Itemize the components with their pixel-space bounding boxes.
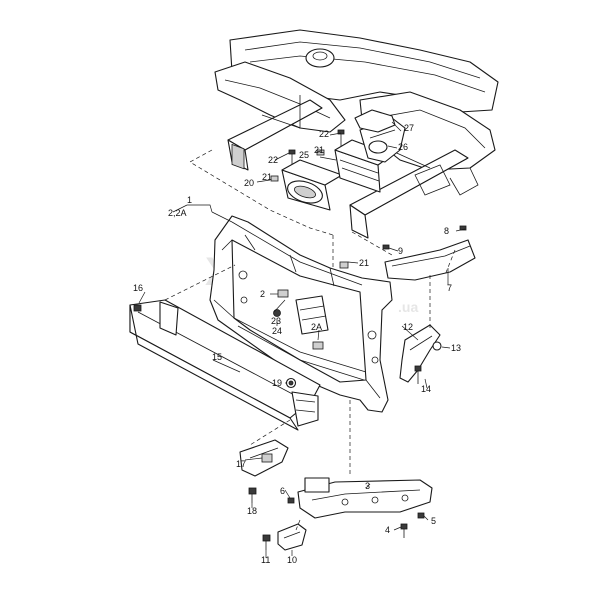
bolt-22-right [337, 129, 345, 146]
callout-22-left: 22 [268, 155, 278, 165]
callout-23: 23 [271, 316, 281, 326]
bumper-beam [129, 299, 321, 431]
callout-1: 1 [187, 195, 192, 205]
callout-19: 19 [272, 378, 282, 388]
callout-14: 14 [421, 384, 431, 394]
lock-carrier-assembly [209, 215, 393, 413]
clip-21-a [270, 175, 279, 182]
bolt-22-left [288, 149, 296, 164]
callout-2: 2 [260, 289, 265, 299]
vehicle-body-structure [214, 29, 499, 239]
lower-brackets [239, 439, 433, 551]
callout-20: 20 [244, 178, 254, 188]
callout-2-2A: 2,2A [168, 208, 187, 218]
callout-3: 3 [365, 481, 370, 491]
callout-24: 24 [272, 326, 282, 336]
callout-8: 8 [444, 226, 449, 236]
callout-22-right: 22 [319, 129, 329, 139]
leader-lines [138, 121, 466, 558]
callout-4: 4 [385, 525, 390, 535]
callout-21-a: 21 [262, 172, 272, 182]
callout-27: 27 [404, 123, 414, 133]
callout-21-c: 21 [359, 258, 369, 268]
clip-21-b [316, 149, 325, 156]
callout-18: 18 [247, 506, 257, 516]
side-bracket-12 [399, 324, 442, 384]
air-guide-right [382, 225, 476, 281]
callout-labels: 1 2,2A 2 2A 3 4 5 6 7 8 9 10 11 12 13 14… [133, 123, 461, 565]
callout-12: 12 [403, 322, 413, 332]
watermark-sub: .ua [398, 299, 418, 315]
callout-17: 17 [236, 459, 246, 469]
small-fasteners [133, 289, 324, 389]
callout-9: 9 [398, 246, 403, 256]
air-ducts [270, 109, 406, 269]
callout-2A: 2A [311, 322, 322, 332]
callout-13: 13 [451, 343, 461, 353]
callout-26: 26 [398, 142, 408, 152]
callout-5: 5 [431, 516, 436, 526]
callout-10: 10 [287, 555, 297, 565]
callout-25: 25 [299, 150, 309, 160]
clip-21-c [339, 261, 349, 269]
bolt-14 [414, 365, 422, 384]
callout-21-b: 21 [314, 145, 324, 155]
callout-15: 15 [212, 352, 222, 362]
callout-7: 7 [447, 283, 452, 293]
assembly-guide-lines [164, 149, 456, 531]
callout-11: 11 [261, 555, 270, 565]
callout-16: 16 [133, 283, 143, 293]
callout-6: 6 [280, 486, 285, 496]
